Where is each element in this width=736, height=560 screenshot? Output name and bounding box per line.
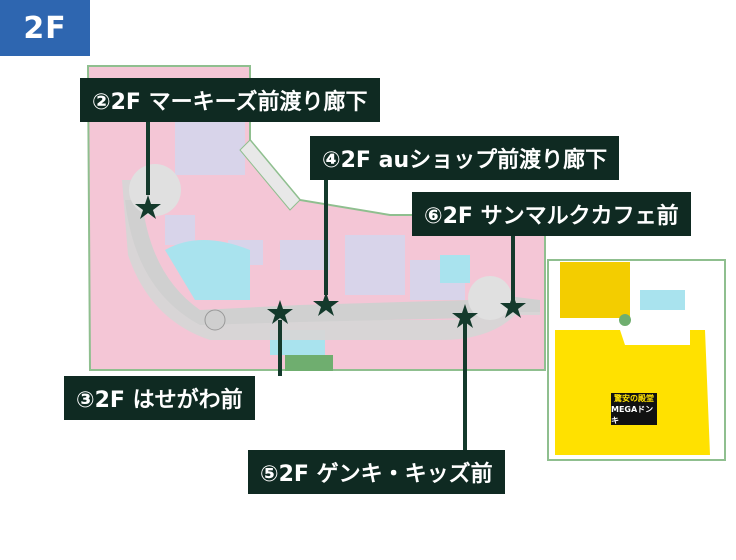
star-marker-6[interactable] xyxy=(500,294,526,318)
store-sign-line2: MEGAドンキ xyxy=(611,404,654,425)
floor-badge: 2F xyxy=(0,0,90,56)
megadonki-building xyxy=(547,259,726,461)
marker-label-2[interactable]: ②2F マーキーズ前渡り廊下 xyxy=(80,78,380,122)
star-marker-3[interactable] xyxy=(267,300,293,324)
marker-label-5[interactable]: ⑤2F ゲンキ・キッズ前 xyxy=(248,450,505,494)
star-marker-5[interactable] xyxy=(452,304,478,328)
megadonki-sign: 驚安の殿堂 MEGAドンキ xyxy=(611,393,657,425)
leader-lines xyxy=(146,120,515,450)
store-sign-line1: 驚安の殿堂 xyxy=(614,393,654,403)
marker-label-3[interactable]: ③2F はせがわ前 xyxy=(64,376,255,420)
marker-label-4[interactable]: ④2F auショップ前渡り廊下 xyxy=(310,136,620,180)
marker-label-6[interactable]: ⑥2F サンマルクカフェ前 xyxy=(412,192,691,236)
star-marker-4[interactable] xyxy=(313,292,339,316)
star-marker-2[interactable] xyxy=(135,195,161,219)
marker-stars xyxy=(135,195,526,328)
main-building xyxy=(86,65,546,371)
